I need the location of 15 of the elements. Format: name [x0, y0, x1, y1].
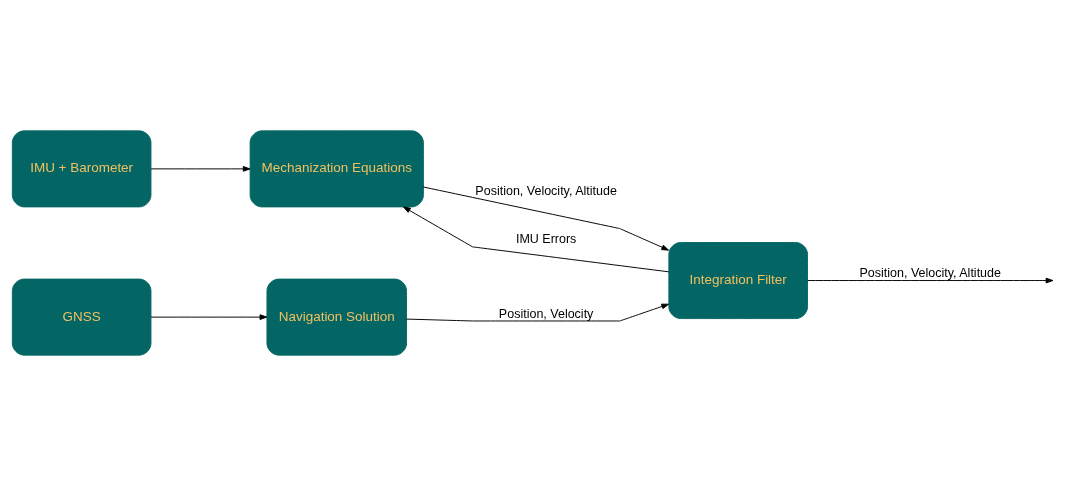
edge-label: Position, Velocity [498, 306, 594, 321]
arrow [150, 166, 251, 172]
edge-label: Position, Velocity, Altitude [475, 184, 617, 199]
node-box: Integration Filter [668, 242, 808, 320]
node-box: GNSS [11, 278, 152, 356]
arrow [423, 186, 670, 251]
arrow [150, 314, 268, 320]
node-box: IMU + Barometer [11, 130, 152, 208]
arrow [807, 277, 1054, 284]
node-box: Mechanization Equations [249, 130, 424, 208]
arrow [403, 206, 670, 273]
arrow [406, 303, 670, 322]
node-box: Navigation Solution [266, 278, 408, 356]
edge-label: Position, Velocity, Altitude [859, 266, 1001, 281]
edge-label: IMU Errors [515, 232, 577, 247]
